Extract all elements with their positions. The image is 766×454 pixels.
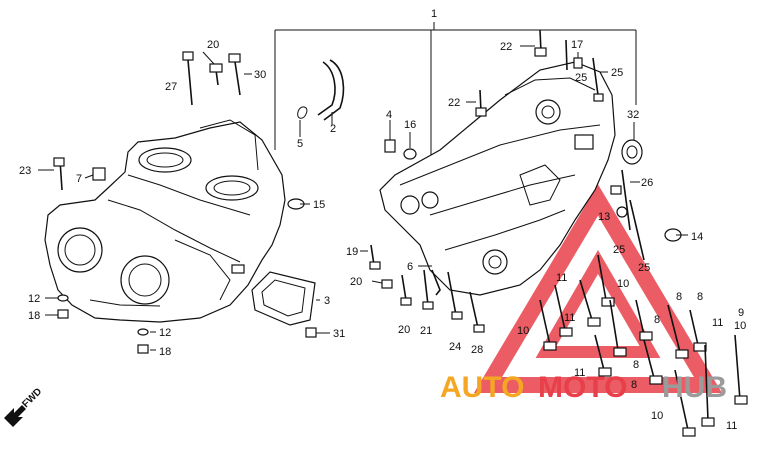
label-3: 3 — [324, 295, 330, 307]
label-14: 14 — [691, 231, 703, 243]
label-8e: 8 — [631, 379, 637, 391]
watermark-hub: HUB — [662, 371, 727, 404]
label-13: 13 — [598, 211, 610, 223]
label-8b: 8 — [697, 291, 703, 303]
label-11b: 11 — [564, 312, 575, 324]
label-12b: 12 — [159, 327, 171, 339]
label-19: 19 — [346, 246, 358, 258]
upper-crankcase — [44, 119, 286, 323]
label-22a: 22 — [500, 41, 512, 53]
callout-labels: 1 2 3 4 5 6 7 8 8 8 8 8 9 10 10 10 10 11… — [19, 8, 746, 432]
watermark-wordmark: AUTO MOTO HUB — [440, 371, 727, 404]
label-22b: 22 — [448, 97, 460, 109]
label-26: 26 — [641, 177, 653, 189]
leader-lines — [38, 45, 688, 351]
watermark-auto: AUTO — [440, 371, 524, 404]
label-20c: 20 — [398, 324, 410, 336]
label-17: 17 — [571, 39, 583, 51]
cover-plate — [251, 271, 316, 326]
label-6: 6 — [407, 261, 413, 273]
label-7: 7 — [76, 173, 82, 185]
label-18a: 18 — [28, 310, 40, 322]
label-8d: 8 — [633, 359, 639, 371]
label-10c: 10 — [734, 320, 746, 332]
label-28: 28 — [471, 344, 483, 356]
label-11a: 11 — [556, 272, 567, 284]
label-31: 31 — [333, 328, 345, 340]
label-12a: 12 — [28, 293, 40, 305]
label-27: 27 — [165, 81, 177, 93]
watermark-moto: MOTO — [538, 371, 627, 404]
label-8a: 8 — [676, 291, 682, 303]
breather-hose — [317, 59, 345, 121]
watermark-triangle-logo — [473, 184, 723, 393]
label-4: 4 — [386, 109, 392, 121]
label-11d: 11 — [574, 367, 585, 379]
label-11e: 11 — [726, 420, 737, 432]
label-9: 9 — [738, 307, 744, 319]
label-32: 32 — [627, 109, 639, 121]
label-25c: 25 — [613, 244, 625, 256]
label-23: 23 — [19, 165, 31, 177]
label-16: 16 — [404, 119, 416, 131]
label-8c: 8 — [654, 314, 660, 326]
label-21: 21 — [420, 325, 432, 337]
hose-clip — [297, 106, 308, 119]
label-5: 5 — [297, 138, 303, 150]
label-11c: 11 — [712, 317, 723, 329]
label-25a: 25 — [575, 72, 587, 84]
oil-seal-32 — [621, 139, 643, 165]
bolt-set — [53, 29, 748, 437]
label-10a: 10 — [517, 325, 529, 337]
label-24: 24 — [449, 341, 461, 353]
label-20b: 20 — [350, 276, 362, 288]
label-25b: 25 — [611, 67, 623, 79]
lower-crankcase — [379, 61, 616, 296]
fwd-arrow: FWD — [4, 386, 44, 427]
label-30: 30 — [254, 69, 266, 81]
label-10b: 10 — [617, 278, 629, 290]
label-25d: 25 — [638, 262, 650, 274]
label-10d: 10 — [651, 410, 663, 422]
part-1-bracket — [274, 22, 637, 155]
fwd-label: FWD — [20, 386, 44, 410]
label-20a: 20 — [207, 39, 219, 51]
label-18b: 18 — [159, 346, 171, 358]
label-1: 1 — [431, 8, 437, 20]
label-2: 2 — [330, 123, 336, 135]
label-15: 15 — [313, 199, 325, 211]
